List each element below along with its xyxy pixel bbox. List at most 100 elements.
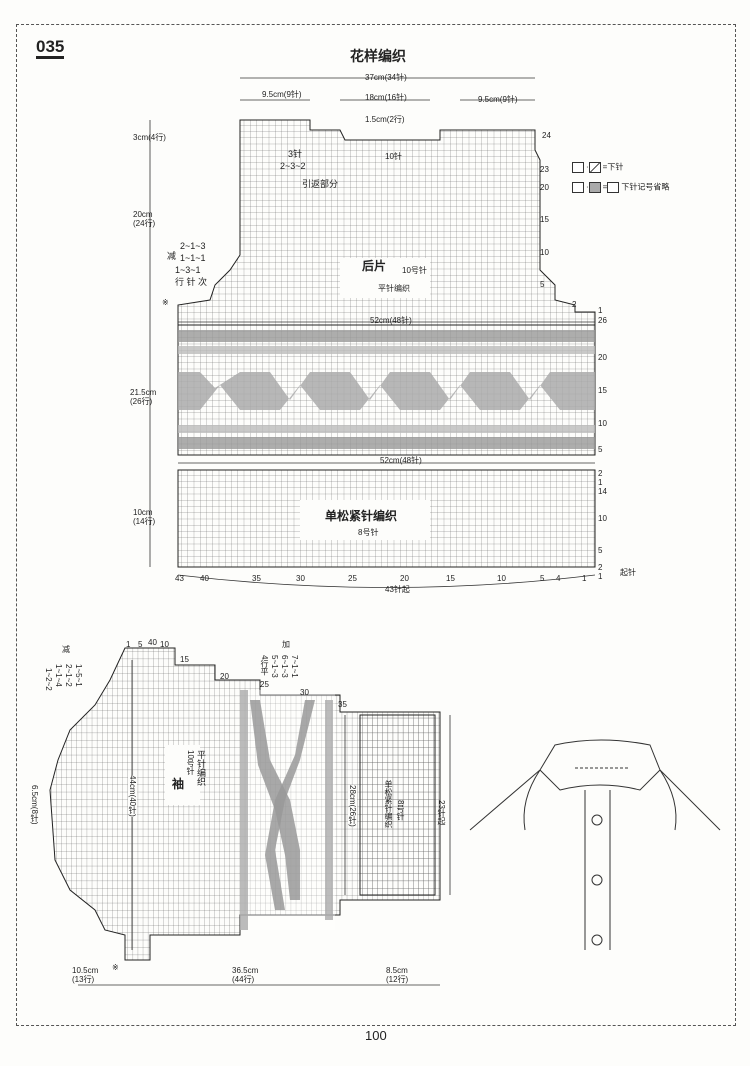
cast-on-label: 43针起	[385, 585, 410, 594]
decrease-b: 1~1~1	[180, 253, 206, 263]
right-decrease-4: 7~1~1	[290, 655, 299, 678]
page-number: 100	[365, 1028, 387, 1043]
stitch-number: 4	[556, 574, 561, 583]
right-width-label: 9.5cm(9针)	[478, 95, 518, 104]
col-number: 20	[220, 672, 229, 681]
back-needle-size: 10号针	[402, 266, 427, 275]
sleeve-cap-decrease-1: 1~2~2	[44, 668, 53, 691]
legend-text-2: 下针记号省略	[621, 182, 670, 192]
col-number: 15	[180, 655, 189, 664]
row-number: 26	[598, 316, 607, 325]
row-number: 5	[540, 280, 545, 289]
sleeve-cap-decrease-4: 1~5~1	[74, 664, 83, 687]
col-number: 10	[160, 640, 169, 649]
asterisk-mark: ※	[162, 298, 169, 307]
stitch-number: 10	[497, 574, 506, 583]
shoulder-height-label: 3cm(4行)	[133, 133, 166, 142]
sleeve-cap-decrease-2: 1~1~4	[54, 664, 63, 687]
vertical-bar-square-icon	[607, 182, 620, 193]
legend-text-1: =下针	[602, 162, 624, 172]
sleeve-chart	[49, 647, 441, 961]
row-number: 2	[572, 300, 577, 309]
row-number: 1	[598, 478, 603, 487]
pattern-number-badge: 035	[36, 38, 65, 59]
blank-square-icon	[572, 182, 584, 193]
short-row-b: 2~3~2	[280, 161, 306, 171]
back-piece-upper	[177, 119, 596, 326]
col-number: 30	[300, 688, 309, 697]
sleeve-bottom-left: 10.5cm (13行)	[72, 966, 99, 984]
row-number: 5	[598, 546, 603, 555]
left-width-label: 9.5cm(9针)	[262, 90, 302, 99]
blank-square-icon	[572, 162, 584, 173]
stitch-number: 20	[400, 574, 409, 583]
back-stitch-name: 平针编织	[378, 284, 410, 293]
back-piece-ribbing	[177, 469, 596, 568]
row-number: 15	[540, 215, 549, 224]
decrease-label: 减	[167, 251, 177, 261]
sleeve-bottom-mid: 36.5cm (44行)	[232, 966, 259, 984]
sleeve-bottom-right: 8.5cm (12行)	[386, 966, 409, 984]
sleeve-asterisk: ※	[112, 963, 119, 972]
row-number: 20	[540, 183, 549, 192]
cuff-length: 28cm(26针)	[348, 785, 357, 827]
col-number: 35	[338, 700, 347, 709]
row-number: 15	[598, 386, 607, 395]
grey-square-icon	[588, 182, 601, 193]
row-number: 10	[598, 419, 607, 428]
cuff-cast-on: 23针起	[437, 800, 446, 825]
decrease-c: 1~3~1	[175, 265, 201, 275]
stitch-number: 25	[348, 574, 357, 583]
row-number: 10	[598, 514, 607, 523]
armhole-height-label: 20cm (24行)	[133, 210, 156, 228]
row-number: 2	[598, 469, 603, 478]
rib-height-label: 10cm (14行)	[133, 508, 156, 526]
total-width-label: 37cm(34针)	[365, 73, 407, 82]
rib-needle: 8号针	[358, 528, 379, 537]
row-number: 10	[540, 248, 549, 257]
row-number: 14	[598, 487, 607, 496]
sleeve-cap-label: 减	[62, 645, 70, 654]
start-label: 起针	[620, 568, 636, 577]
decrease-d: 行 针 次	[175, 277, 208, 287]
stitch-number: 43	[175, 574, 184, 583]
cuff-rib: 单松紧针编织	[384, 780, 393, 828]
row-number: 20	[598, 353, 607, 362]
rib-width-label: 52cm(48针)	[380, 456, 422, 465]
stitch-number: 40	[200, 574, 209, 583]
row-number: 23	[540, 165, 549, 174]
stitch-number: 15	[446, 574, 455, 583]
col-number: 5	[138, 640, 143, 649]
row-number: 5	[598, 445, 603, 454]
sleeve-stitch-name: 平针编织	[196, 750, 206, 786]
stitch-number: 1	[582, 574, 587, 583]
cardigan-illustration	[469, 739, 721, 950]
page-title: 花样编织	[350, 48, 406, 64]
stitch-number: 5	[540, 574, 545, 583]
row-number: 1	[598, 572, 603, 581]
mid-width-label: 52cm(48针)	[370, 316, 412, 325]
neck-center-label: 10针	[385, 152, 402, 161]
slash-square-icon	[588, 162, 601, 173]
right-decrease-2: 5~1~3	[270, 655, 279, 678]
stitch-number: 35	[252, 574, 261, 583]
sleeve-needle-size: 10号针	[186, 750, 195, 775]
body-height-dimension	[149, 77, 596, 588]
sleeve-width-left: 6.5cm(8针)	[30, 785, 39, 825]
right-decrease-3: 6~1~3	[280, 655, 289, 678]
back-piece-name: 后片	[362, 259, 387, 273]
right-decrease-label: 加	[282, 640, 290, 649]
right-decrease-1: 4行平	[260, 655, 269, 676]
center-width-label: 18cm(16针)	[365, 93, 407, 102]
col-number: 40	[148, 638, 157, 647]
legend-row-1: ·=下针	[572, 162, 623, 173]
page-frame	[16, 24, 736, 1026]
decrease-a: 2~1~3	[180, 241, 206, 251]
back-piece-colorwork	[177, 324, 596, 456]
col-number: 1	[126, 640, 131, 649]
short-row-c: 引返部分	[302, 179, 339, 189]
neck-rows-label: 1.5cm(2行)	[365, 115, 405, 124]
pattern-height-label: 21.5cm (26行)	[130, 388, 157, 406]
row-number: 1	[598, 306, 603, 315]
